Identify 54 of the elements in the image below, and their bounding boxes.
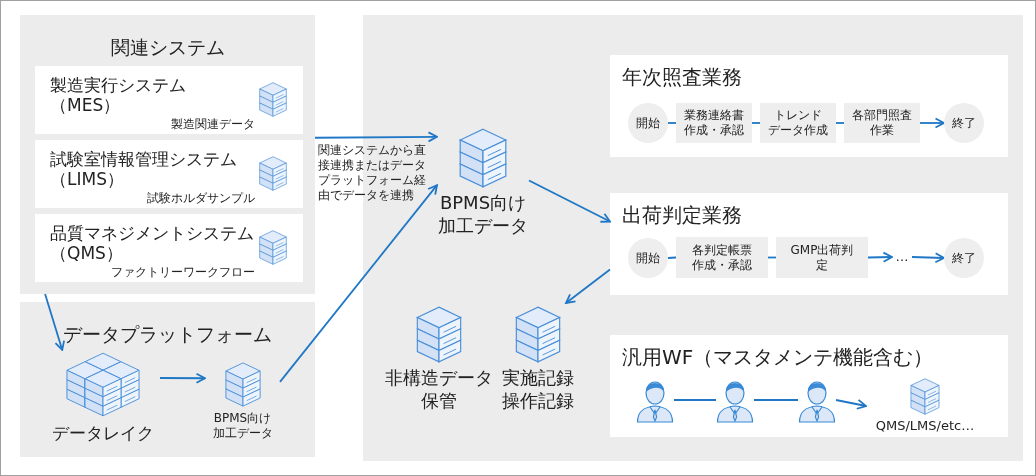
process-box: GMP出荷判定	[776, 237, 868, 278]
data-caption: 製造関連データ	[171, 117, 255, 131]
arrow	[44, 293, 65, 351]
node-label: 実施記録操作記録	[501, 366, 575, 412]
process-box: トレンドデータ作成	[760, 103, 836, 143]
process-panel	[610, 193, 1008, 295]
process-panel	[610, 55, 1008, 157]
process-box: 各部門照査作業	[844, 103, 920, 143]
data-caption: ファクトリーワークフロー	[111, 265, 255, 279]
connector-line	[751, 122, 761, 124]
ellipsis-text: …	[892, 247, 912, 267]
group-panel	[20, 302, 315, 457]
system-card	[35, 214, 303, 282]
arrow	[565, 268, 611, 304]
connector-line	[767, 256, 777, 259]
arrow	[919, 117, 945, 129]
system-name: 試験室情報管理システム（LIMS）	[50, 149, 238, 189]
arrow	[911, 252, 945, 264]
node-label: 非構造データ保管	[384, 366, 494, 412]
edge-label: 関連システムから直接連携またはデータプラットフォーム経由でデータを連携	[318, 143, 427, 203]
arrow	[867, 251, 893, 263]
node-label: BPMS向け加工データ	[211, 411, 274, 441]
panel-title: 年次照査業務	[622, 64, 743, 90]
arrow	[835, 399, 867, 410]
panel-title: 汎用WF（マスタメンテ機能含む）	[622, 344, 935, 370]
connector-line	[667, 256, 677, 259]
connector-line	[673, 399, 717, 401]
data-caption: 試験ホルダサンプル	[147, 191, 255, 205]
process-box: 業務連絡書作成・承認	[676, 103, 752, 143]
node-label: データレイク	[50, 422, 155, 444]
panel-title: データプラットフォーム	[62, 322, 273, 346]
connector-line	[835, 122, 845, 124]
arrow	[528, 179, 611, 223]
system-name: 製造実行システム（MES）	[50, 75, 187, 115]
connector-line	[753, 399, 799, 401]
system-name: 品質マネジメントシステム（QMS）	[50, 223, 255, 263]
group-panel	[363, 15, 1023, 461]
system-card	[35, 66, 303, 134]
terminal-circle: 開始	[628, 103, 668, 143]
terminal-circle: 終了	[944, 103, 984, 143]
terminal-circle: 開始	[628, 238, 668, 278]
node-label: BPMS向け加工データ	[437, 191, 529, 237]
arrow	[159, 372, 206, 384]
system-card	[35, 140, 303, 208]
connector-line	[667, 122, 677, 124]
arrow	[279, 184, 438, 383]
panel-title: 出荷判定業務	[622, 202, 743, 228]
node-label: QMS/LMS/etc…	[874, 418, 976, 434]
process-panel	[610, 335, 1008, 437]
terminal-circle: 終了	[944, 238, 984, 278]
arrow	[314, 131, 438, 143]
group-panel	[20, 15, 315, 294]
process-box: 各判定帳票作成・承認	[676, 237, 768, 278]
panel-title: 関連システム	[109, 35, 226, 59]
